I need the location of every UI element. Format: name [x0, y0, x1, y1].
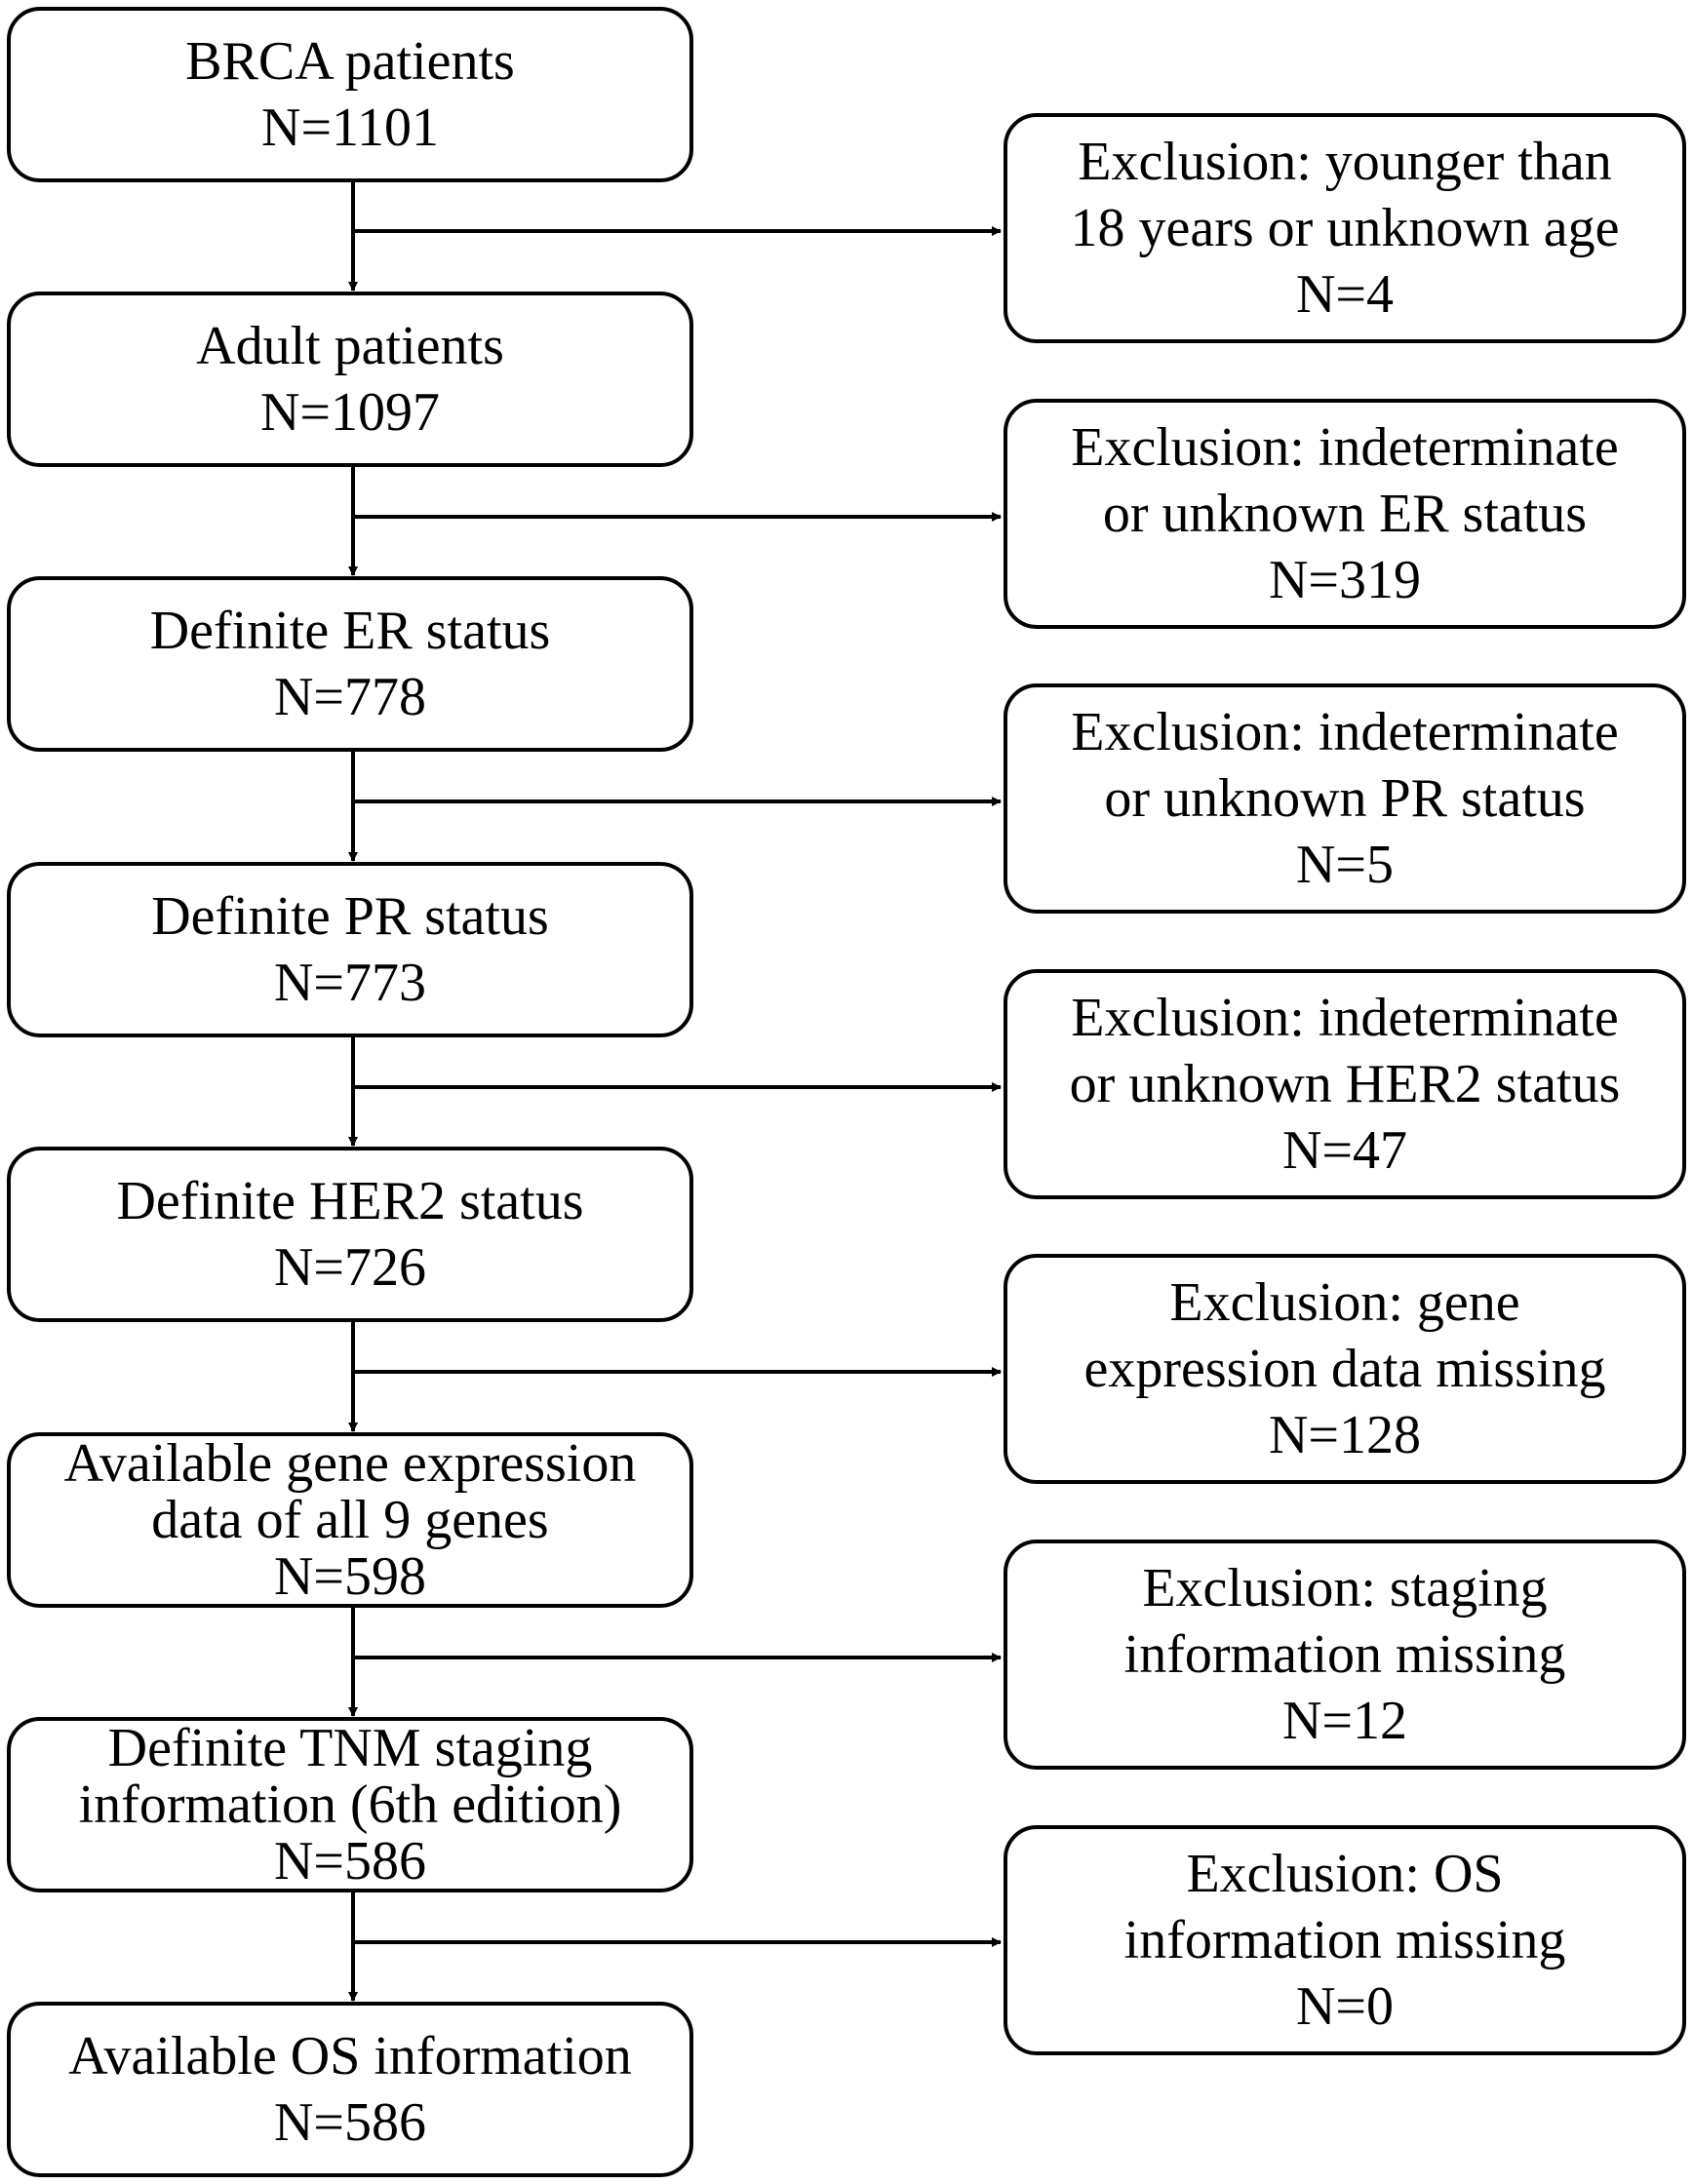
main-step-7-line-2: information (6th edition)	[78, 1774, 622, 1835]
main-step-1-line-1: BRCA patients	[185, 31, 515, 92]
main-step-5-line-2: N=726	[273, 1237, 427, 1298]
main-step-3-line-2: N=778	[273, 667, 427, 727]
exclusion-7-line-3: N=0	[1295, 1976, 1395, 2037]
exclusion-2-line-2: or unknown ER status	[1102, 484, 1588, 544]
main-step-4-line-2: N=773	[273, 953, 427, 1013]
exclusion-box-2: Exclusion: indeterminate or unknown ER s…	[1004, 399, 1686, 629]
exclusion-1-line-3: N=4	[1295, 264, 1395, 325]
main-step-3: Definite ER status N=778	[7, 576, 693, 752]
main-step-2-line-1: Adult patients	[196, 316, 504, 376]
exclusion-box-6: Exclusion: staging information missing N…	[1004, 1540, 1686, 1770]
main-step-2-line-2: N=1097	[259, 382, 441, 443]
main-step-7-line-1: Definite TNM staging	[107, 1718, 593, 1778]
exclusion-box-1: Exclusion: younger than 18 years or unkn…	[1004, 113, 1686, 343]
exclusion-3-line-2: or unknown PR status	[1104, 768, 1586, 829]
exclusion-7-line-1: Exclusion: OS	[1186, 1844, 1504, 1904]
exclusion-1-line-2: 18 years or unknown age	[1070, 198, 1620, 258]
exclusion-5-line-3: N=128	[1268, 1405, 1422, 1465]
main-step-1-line-2: N=1101	[261, 98, 439, 158]
exclusion-5-line-1: Exclusion: gene	[1169, 1272, 1520, 1333]
exclusion-4-line-2: or unknown HER2 status	[1069, 1054, 1621, 1114]
exclusion-6-line-1: Exclusion: staging	[1142, 1558, 1548, 1618]
exclusion-box-3: Exclusion: indeterminate or unknown PR s…	[1004, 683, 1686, 914]
exclusion-6-line-2: information missing	[1123, 1624, 1566, 1685]
main-step-8: Available OS information N=586	[7, 2002, 693, 2177]
exclusion-2-line-1: Exclusion: indeterminate	[1071, 417, 1619, 478]
main-step-7-line-3: N=586	[273, 1831, 427, 1892]
exclusion-3-line-3: N=5	[1295, 835, 1395, 895]
main-step-2: Adult patients N=1097	[7, 292, 693, 467]
main-step-1: BRCA patients N=1101	[7, 7, 693, 182]
main-step-8-line-1: Available OS information	[68, 2026, 632, 2086]
exclusion-4-line-3: N=47	[1281, 1120, 1408, 1181]
main-step-6-line-3: N=598	[273, 1546, 427, 1607]
main-step-6-line-2: data of all 9 genes	[151, 1490, 549, 1550]
main-step-6-line-1: Available gene expression	[63, 1433, 637, 1494]
main-step-5-line-1: Definite HER2 status	[116, 1171, 584, 1231]
main-step-6: Available gene expression data of all 9 …	[7, 1432, 693, 1608]
main-step-8-line-2: N=586	[273, 2092, 427, 2153]
exclusion-6-line-3: N=12	[1281, 1691, 1408, 1751]
main-step-4-line-1: Definite PR status	[151, 886, 549, 947]
main-step-5: Definite HER2 status N=726	[7, 1147, 693, 1322]
exclusion-box-5: Exclusion: gene expression data missing …	[1004, 1254, 1686, 1484]
exclusion-box-7: Exclusion: OS information missing N=0	[1004, 1825, 1686, 2055]
exclusion-box-4: Exclusion: indeterminate or unknown HER2…	[1004, 969, 1686, 1199]
exclusion-7-line-2: information missing	[1123, 1910, 1566, 1970]
main-step-4: Definite PR status N=773	[7, 862, 693, 1037]
exclusion-3-line-1: Exclusion: indeterminate	[1071, 702, 1619, 762]
main-step-3-line-1: Definite ER status	[149, 601, 551, 661]
exclusion-2-line-3: N=319	[1268, 550, 1422, 610]
main-step-7: Definite TNM staging information (6th ed…	[7, 1717, 693, 1892]
exclusion-4-line-1: Exclusion: indeterminate	[1071, 988, 1619, 1048]
exclusion-1-line-1: Exclusion: younger than	[1078, 132, 1612, 192]
exclusion-5-line-2: expression data missing	[1083, 1339, 1606, 1399]
